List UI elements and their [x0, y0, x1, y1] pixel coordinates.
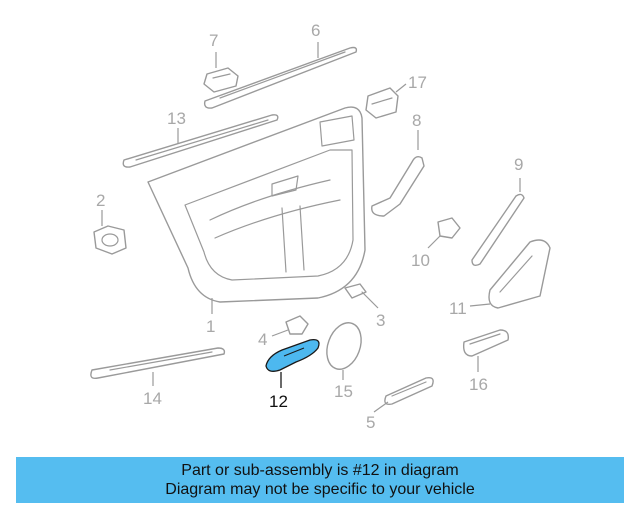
callout-11: 11	[449, 299, 467, 318]
callout-7: 7	[209, 31, 218, 50]
part-4-clip	[285, 315, 309, 335]
callout-17: 17	[408, 73, 427, 92]
callout-4: 4	[258, 330, 267, 349]
part-3-screw	[344, 283, 373, 303]
callout-10: 10	[411, 251, 430, 270]
part-15-round-cover	[326, 322, 362, 370]
callout-3: 3	[376, 311, 385, 330]
part-5-trim-ring	[384, 376, 434, 406]
leader-5	[373, 401, 389, 413]
callout-9: 9	[514, 155, 523, 174]
callout-6: 6	[311, 21, 320, 40]
callout-16: 16	[469, 375, 488, 394]
part-11-side-panel	[488, 239, 551, 309]
callout-2: 2	[96, 191, 105, 210]
part-7-clip	[203, 67, 239, 93]
leader-11	[469, 303, 491, 307]
banner-line-1: Part or sub-assembly is #12 in diagram	[181, 462, 459, 479]
leader-3	[371, 301, 379, 309]
part-8-pull-handle	[371, 155, 425, 217]
part-2-fastener	[93, 225, 127, 255]
leader-17	[395, 83, 407, 93]
banner-line-2: Diagram may not be specific to your vehi…	[165, 481, 475, 498]
callout-1: 1	[206, 317, 215, 336]
part-12-highlighted	[265, 339, 320, 372]
callout-12: 12	[269, 392, 288, 411]
callout-13: 13	[167, 109, 186, 128]
leader-10	[427, 235, 441, 249]
leader-4	[271, 329, 289, 337]
part-6-trim-strip	[203, 46, 358, 109]
part-1-door-trim-panel	[147, 106, 366, 303]
part-17-switch	[365, 87, 399, 119]
part-14-lower-strip	[90, 347, 226, 380]
part-16-handle-housing	[462, 329, 510, 357]
part-9-strip	[471, 193, 525, 267]
callout-5: 5	[366, 413, 375, 432]
callout-8: 8	[412, 111, 421, 130]
info-banner: Part or sub-assembly is #12 in diagram D…	[16, 457, 624, 503]
callout-14: 14	[143, 389, 162, 408]
callout-15: 15	[334, 382, 353, 401]
part-10-clip	[437, 217, 461, 239]
part-13-weatherstrip	[122, 114, 279, 168]
